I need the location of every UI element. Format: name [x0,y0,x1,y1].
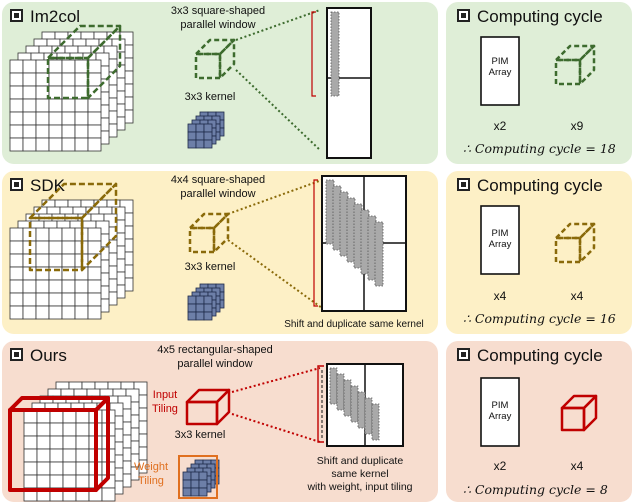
formula-sdk: ∴ Computing cycle = 16 [463,311,616,326]
ours-window-cube [185,388,231,426]
ours-connector-top [231,367,321,393]
pim-array-icon-sdk [480,205,520,275]
ours-weight-bar-2 [343,379,352,417]
parallel-windows [185,9,323,443]
weight-tiling-box [178,455,218,499]
cycle-icons [480,36,598,447]
pim-count-sdk: x4 [493,289,507,303]
pim-array-label-ours: PIM Array [488,400,512,422]
method-title-sdk: SDK [30,176,65,195]
ours-weight-bar-1 [336,373,345,411]
sdk-kernel [187,283,225,321]
kernel-layer [187,123,213,149]
ours-weight-bar-4 [357,391,366,429]
input-tiling-label: Input Tiling [152,389,178,415]
pim-count-im2col: x2 [493,119,507,133]
ours-weight-bar-0 [329,367,338,405]
window-count-ours: x4 [570,459,584,473]
pim-count-ours: x2 [493,459,507,473]
window-count-sdk: x4 [570,289,584,303]
window-icon-sdk [554,222,596,264]
pim-array-icon-im2col [480,36,520,106]
sdk-array-caption: Shift and duplicate same kernel [284,319,424,330]
im2col-connector-top [235,9,321,41]
ours-kernel-caption: 3x3 kernel [174,429,226,441]
input-feature-maps [8,24,148,502]
ours-weight-bar-3 [350,385,359,423]
im2col-window-caption: 3x3 square-shaped parallel window [170,5,266,31]
window-count-im2col: x9 [570,119,584,133]
title-square-icon [10,9,23,22]
ours-connector-bottom [231,413,321,443]
sdk-connector-top [227,179,323,215]
im2col-brace [311,11,316,97]
cycle-title-ours: Computing cycle [477,346,603,365]
im2col-kernel [187,111,225,149]
pim-array-icon-ours [480,377,520,447]
sdk-connector-bottom [227,239,323,309]
kernel-layer [187,295,213,321]
title-square-icon [457,178,470,191]
ours-window-outline [8,396,110,492]
im2col-connector-bottom [235,69,321,151]
ours-weight-bar-5 [364,397,373,435]
feature-map-layer [9,227,102,320]
title-square-icon [457,348,470,361]
kernel-layer [182,471,208,497]
pim-array-label-im2col: PIM Array [488,56,512,78]
ours-window-caption: 4x5 rectangular-shaped parallel window [157,344,273,370]
ours-kernel [182,459,220,497]
sdk-weight-bar-7 [374,221,384,287]
pim-array-label-sdk: PIM Array [488,228,512,250]
im2col-weight-bar [330,11,340,97]
method-title-im2col: Im2col [30,7,81,26]
sdk-cycle-panel [446,171,632,334]
crossbar-arrays [311,7,407,447]
im2col-window-cube [194,38,236,80]
cycle-title-sdk: Computing cycle [477,176,603,195]
formula-im2col: ∴ Computing cycle = 18 [463,141,616,156]
ours-weight-bar-6 [371,403,380,441]
title-square-icon [10,348,23,361]
sdk-window-caption: 4x4 square-shaped parallel window [170,174,266,200]
sdk-window-outline [28,182,118,272]
formula-ours: ∴ Computing cycle = 8 [463,482,608,497]
sdk-kernel-caption: 3x3 kernel [184,261,236,273]
im2col-input-feature-map [9,31,134,152]
title-square-icon [457,9,470,22]
window-icon-im2col [554,44,596,86]
im2col-cycle-panel [446,2,632,164]
sdk-brace [313,179,318,307]
im2col-kernel-caption: 3x3 kernel [184,91,236,103]
cycle-title-im2col: Computing cycle [477,7,603,26]
ours-cycle-panel [446,341,632,502]
method-title-ours: Ours [30,346,67,365]
ours-array-caption: Shift and duplicate same kernel with wei… [307,455,413,493]
sdk-window-cube [188,212,230,254]
weight-tiling-label: Weight Tiling [133,461,169,487]
title-square-icon [10,178,23,191]
ours-brace [317,365,324,443]
kernels [178,111,225,499]
im2col-window-outline [46,24,122,100]
window-icon-ours [560,394,598,432]
